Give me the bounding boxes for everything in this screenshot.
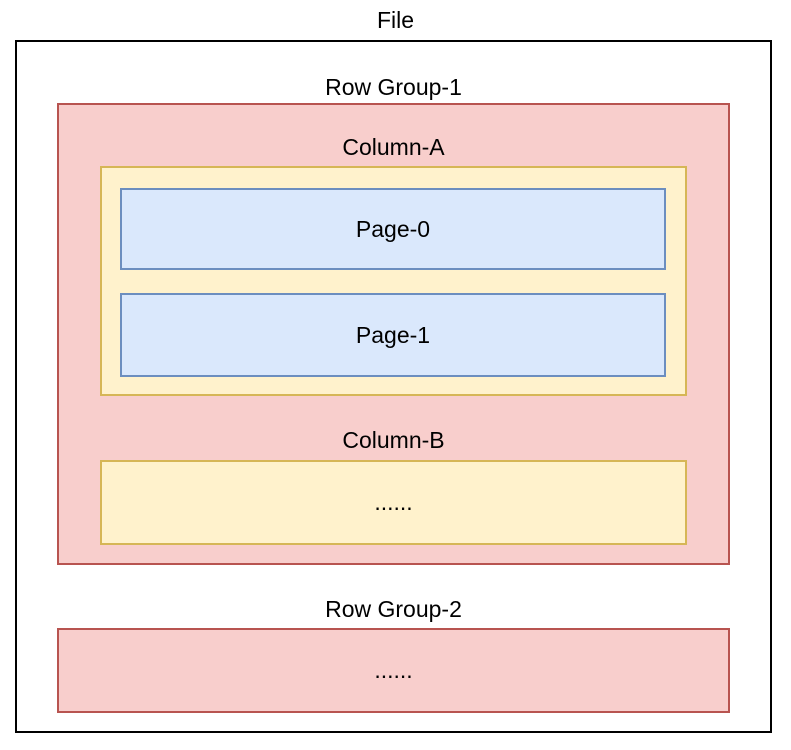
column-a-label: Column-A: [342, 134, 445, 160]
row-group-1-box: Column-A Page-0 Page-1 Column-B ......: [57, 103, 730, 565]
row-group-2-box: ......: [57, 628, 730, 713]
row-group-2-ellipsis: ......: [374, 657, 413, 683]
column-a-box: Page-0 Page-1: [100, 166, 687, 396]
page-0-box: Page-0: [120, 188, 666, 270]
column-b-ellipsis: ......: [374, 489, 413, 515]
column-b-box: ......: [100, 460, 687, 545]
page-1-box: Page-1: [120, 293, 666, 377]
row-group-2-label: Row Group-2: [325, 596, 462, 622]
page-0-label: Page-0: [355, 215, 431, 242]
file-box: Row Group-1 Column-A Page-0 Page-1 Colum…: [15, 40, 772, 733]
column-b-label: Column-B: [342, 427, 445, 453]
row-group-1-label: Row Group-1: [325, 74, 462, 100]
file-label: File: [376, 7, 415, 33]
page-1-label: Page-1: [355, 321, 431, 348]
